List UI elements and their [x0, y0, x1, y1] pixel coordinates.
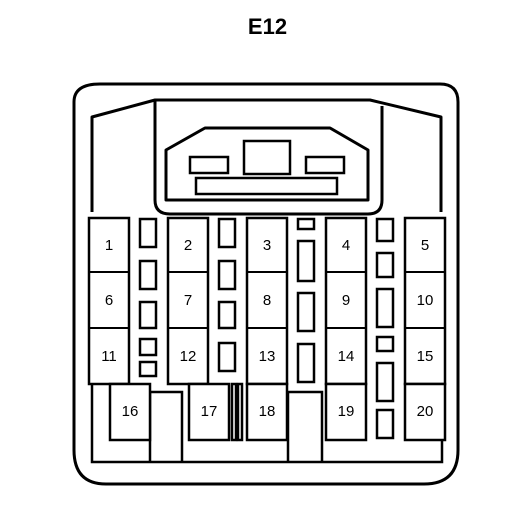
pin-cavity [187, 382, 231, 442]
guide-bar [230, 382, 238, 442]
pin-label: 11 [101, 348, 117, 365]
pin-label: 5 [421, 237, 429, 254]
slot [138, 259, 158, 291]
pin-label: 17 [201, 403, 218, 420]
pin-label: 20 [417, 403, 434, 420]
pin-label: 14 [338, 348, 355, 365]
pin-label: 9 [342, 292, 350, 309]
slot [375, 217, 395, 243]
pin-label: 3 [263, 237, 271, 254]
pin-cavity [245, 382, 289, 442]
guide-bar [236, 382, 244, 442]
slot [138, 360, 158, 378]
slot [217, 300, 237, 330]
pin-cavity [403, 382, 447, 442]
pin-label: 19 [338, 403, 355, 420]
bottom-notch-left [148, 390, 184, 462]
latch-tab-right [304, 155, 346, 175]
slot [138, 337, 158, 357]
slot [217, 217, 237, 249]
latch-hood [153, 100, 384, 216]
pin-cavity [108, 382, 152, 442]
slot [138, 300, 158, 330]
latch-tab-left [188, 155, 230, 175]
slot [375, 361, 395, 403]
slot [296, 342, 316, 384]
pin-cavity [245, 216, 289, 386]
pin-label: 1 [105, 237, 113, 254]
pin-cavity [324, 382, 368, 442]
slot [375, 408, 395, 440]
connector-housing [72, 82, 460, 486]
pin-cavity [87, 216, 131, 386]
slot [375, 251, 395, 279]
latch-tab-center [242, 139, 292, 176]
pin-label: 4 [342, 237, 350, 254]
housing-inner-contour [90, 98, 443, 212]
pin-label: 10 [417, 292, 434, 309]
pin-label: 8 [263, 292, 271, 309]
slot [296, 239, 316, 283]
bottom-notch-right [286, 390, 324, 462]
slot [296, 291, 316, 333]
pin-label: 13 [259, 348, 276, 365]
pin-cavity [324, 216, 368, 386]
connector-title: E12 [247, 14, 288, 39]
pin-label: 6 [105, 292, 113, 309]
pin-label: 15 [417, 348, 434, 365]
pin-label: 12 [180, 348, 197, 365]
pin-label: 16 [122, 403, 139, 420]
slot [375, 287, 395, 329]
pin-label: 2 [184, 237, 192, 254]
pin-label: 7 [184, 292, 192, 309]
pin-label: 18 [259, 403, 276, 420]
slot [296, 217, 316, 231]
slot [138, 217, 158, 249]
latch [164, 126, 370, 202]
latch-slot [194, 176, 339, 196]
slot [217, 259, 237, 291]
slot [375, 335, 395, 353]
slot [217, 341, 237, 373]
